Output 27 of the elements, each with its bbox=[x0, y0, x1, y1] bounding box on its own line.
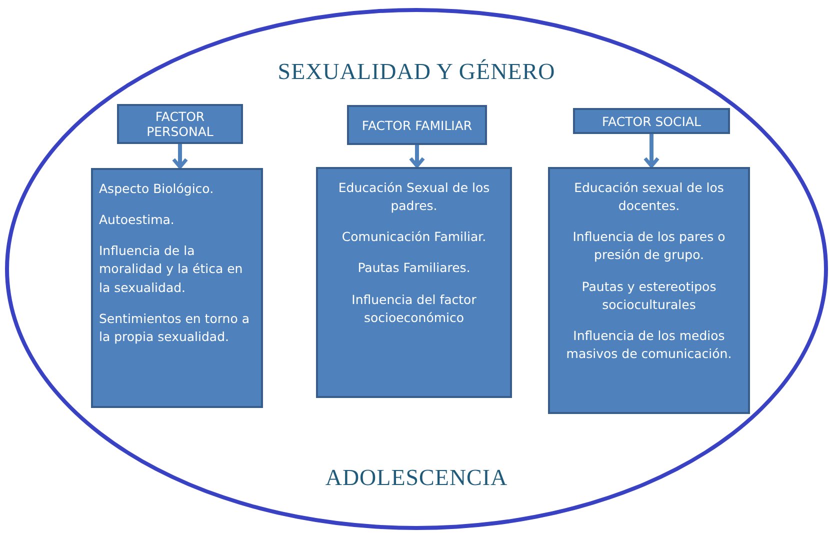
header-text: FACTOR FAMILIAR bbox=[362, 118, 472, 132]
title-text: SEXUALIDAD Y GÉNERO bbox=[276, 59, 556, 85]
content-box bbox=[91, 168, 263, 408]
header-box bbox=[117, 104, 243, 144]
header-box bbox=[347, 105, 487, 145]
arrow bbox=[172, 144, 188, 169]
content-box bbox=[548, 167, 750, 414]
factor-item: Influencia del factor socioeconómico bbox=[350, 290, 478, 327]
arrow bbox=[643, 134, 660, 168]
header-text: FACTOR PERSONAL bbox=[146, 109, 214, 139]
factor-item: Educación Sexual de los padres. bbox=[337, 179, 491, 216]
oval-frame bbox=[5, 8, 828, 530]
factor-item: Educación sexual de los docentes. bbox=[573, 179, 725, 216]
header-text: FACTOR SOCIAL bbox=[602, 114, 701, 128]
factor-item: Pautas Familiares. bbox=[356, 259, 472, 278]
factor-item: Autoestima. bbox=[99, 211, 176, 230]
factor-item: Influencia de los pares o presión de grupo. bbox=[572, 228, 726, 264]
title-text: ADOLESCENCIA bbox=[324, 465, 509, 491]
factor-item: Pautas y estereotipos socioculturales bbox=[580, 278, 718, 314]
arrow bbox=[408, 145, 426, 168]
content-box bbox=[316, 167, 512, 398]
factor-item: Influencia de los medios masivos de comunicación. bbox=[565, 326, 733, 363]
header-box bbox=[573, 108, 730, 134]
factor-item: Comunicación Familiar. bbox=[340, 228, 488, 246]
factor-item: Influencia de la moralidad y la ética en la sexualidad. bbox=[99, 242, 244, 296]
factor-item: Sentimientos en torno a la propia sexualidad. bbox=[99, 310, 250, 346]
factor-item: Aspecto Biológico. bbox=[99, 180, 215, 198]
